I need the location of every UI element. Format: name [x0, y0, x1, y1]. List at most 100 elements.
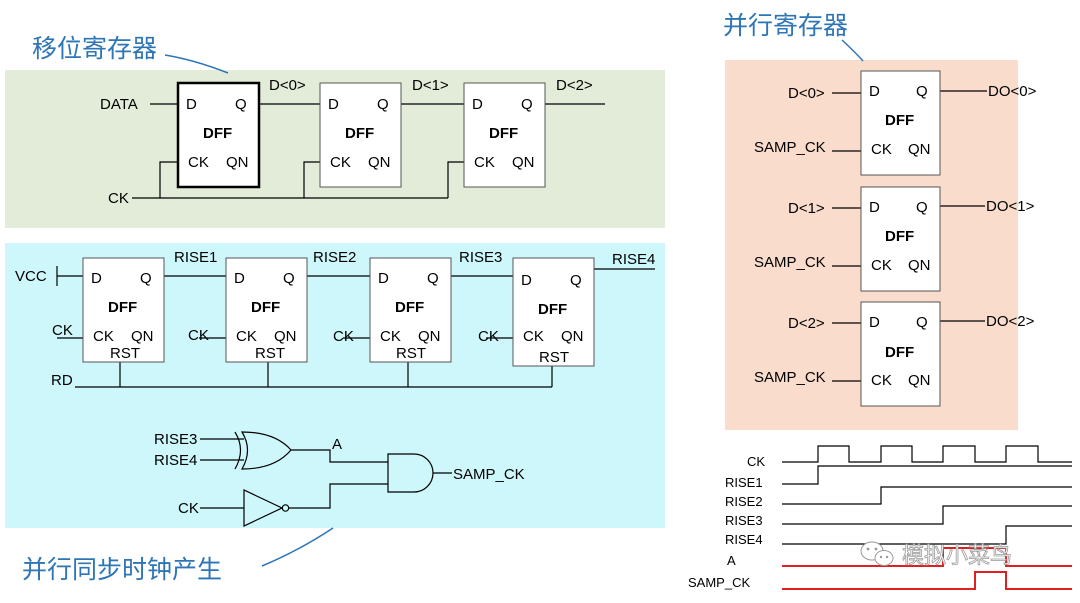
- shift-dff-0-pins: D Q DFF CK QN: [186, 96, 249, 171]
- signal-a-label: A: [332, 436, 342, 453]
- svg-text:RST: RST: [396, 345, 426, 362]
- svg-text:Q: Q: [283, 270, 295, 287]
- sync-dff-3: [512, 257, 595, 367]
- and-gate: [387, 453, 452, 493]
- timing-label-samp-ck: SAMP_CK: [688, 575, 750, 590]
- parallel-dff-2: [860, 301, 941, 407]
- timing-diagram: CK RISE1 RISE2 RISE3 RISE4 A SAMP_CK: [688, 445, 1072, 590]
- xor-input-rise3: RISE3: [154, 431, 197, 448]
- shift-data-label: DATA: [100, 96, 138, 113]
- parallel-clock-1: SAMP_CK: [754, 254, 826, 271]
- sync-clock-title: 并行同步时钟产生: [22, 555, 222, 584]
- svg-text:QN: QN: [561, 328, 584, 345]
- svg-text:DFF: DFF: [345, 125, 374, 142]
- timing-label-rise4: RISE4: [725, 532, 763, 547]
- timing-label-a: A: [727, 553, 736, 568]
- svg-text:QN: QN: [418, 328, 441, 345]
- parallel-dff-0-pins: D Q DFF CK QN: [869, 83, 931, 158]
- svg-text:QN: QN: [274, 328, 297, 345]
- svg-text:Q: Q: [570, 272, 582, 289]
- svg-text:DFF: DFF: [885, 344, 914, 361]
- sync-dff-0-pins: D Q DFF CK QN RST: [91, 270, 154, 362]
- timing-wave-samp-ck: [782, 571, 1072, 590]
- svg-text:D: D: [869, 83, 880, 100]
- shift-dff-1: [319, 82, 402, 188]
- parallel-output-0: DO<0>: [988, 83, 1037, 100]
- svg-text:Q: Q: [916, 199, 928, 216]
- parallel-output-2: DO<2>: [986, 313, 1035, 330]
- svg-text:QN: QN: [908, 257, 931, 274]
- rise3-label: RISE3: [459, 249, 502, 266]
- timing-wave-a: [782, 547, 1072, 567]
- svg-text:CK: CK: [523, 328, 544, 345]
- parallel-output-1: DO<1>: [986, 198, 1035, 215]
- svg-text:D: D: [869, 199, 880, 216]
- svg-text:QN: QN: [368, 154, 391, 171]
- parallel-input-0: D<0>: [788, 85, 825, 102]
- xor-input-rise4: RISE4: [154, 452, 197, 469]
- sync-ck-label-2: CK: [333, 328, 354, 345]
- sync-clock-chain: D Q DFF CK QN RST D Q DFF CK QN RST D Q …: [15, 249, 655, 389]
- shift-register-title: 移位寄存器: [32, 34, 157, 63]
- sync-dff-2: [369, 257, 452, 363]
- svg-text:D: D: [521, 272, 532, 289]
- svg-text:D: D: [378, 270, 389, 287]
- svg-text:D: D: [472, 96, 483, 113]
- parallel-register: D Q DFF CK QN D Q DFF CK QN D Q DFF CK Q…: [754, 70, 1037, 407]
- parallel-clock-0: SAMP_CK: [754, 139, 826, 156]
- shift-dff-2: [463, 82, 546, 188]
- timing-wave-rise4: [782, 525, 1072, 545]
- svg-text:QN: QN: [908, 372, 931, 389]
- parallel-input-2: D<2>: [788, 315, 825, 332]
- parallel-dff-1: [860, 186, 941, 292]
- sync-dff-1: [225, 257, 308, 363]
- shift-dff-0: [176, 81, 261, 189]
- svg-text:D: D: [328, 96, 339, 113]
- svg-text:DFF: DFF: [885, 112, 914, 129]
- parallel-register-title: 并行寄存器: [723, 11, 848, 40]
- svg-text:RST: RST: [110, 345, 140, 362]
- svg-text:DFF: DFF: [489, 125, 518, 142]
- svg-text:DFF: DFF: [203, 125, 232, 142]
- svg-text:CK: CK: [871, 257, 892, 274]
- svg-text:DFF: DFF: [108, 299, 137, 316]
- svg-text:Q: Q: [916, 314, 928, 331]
- parallel-input-1: D<1>: [788, 200, 825, 217]
- svg-text:QN: QN: [131, 328, 154, 345]
- svg-text:D: D: [234, 270, 245, 287]
- watermark: 模拟小菜鸟: [860, 541, 1012, 569]
- xor-gate: [200, 431, 388, 470]
- svg-text:CK: CK: [474, 154, 495, 171]
- svg-text:CK: CK: [93, 328, 114, 345]
- svg-text:DFF: DFF: [538, 301, 567, 318]
- rise1-label: RISE1: [174, 249, 217, 266]
- svg-text:QN: QN: [512, 154, 535, 171]
- parallel-dff-2-pins: D Q DFF CK QN: [869, 314, 931, 389]
- parallel-dff-0: [860, 70, 941, 176]
- svg-text:QN: QN: [226, 154, 249, 171]
- watermark-text: 模拟小菜鸟: [902, 544, 1012, 569]
- svg-text:Q: Q: [916, 83, 928, 100]
- timing-label-rise3: RISE3: [725, 513, 763, 528]
- timing-label-rise2: RISE2: [725, 494, 763, 509]
- shift-dff-1-pins: D Q DFF CK QN: [328, 96, 391, 171]
- svg-text:Q: Q: [140, 270, 152, 287]
- timing-wave-rise1: [782, 465, 1072, 485]
- sync-dff-2-pins: D Q DFF CK QN RST: [378, 270, 441, 362]
- timing-wave-ck: [782, 445, 1072, 463]
- svg-text:DFF: DFF: [251, 299, 280, 316]
- svg-text:CK: CK: [236, 328, 257, 345]
- svg-text:CK: CK: [330, 154, 351, 171]
- rise4-label: RISE4: [612, 251, 655, 268]
- svg-text:RST: RST: [539, 349, 569, 366]
- svg-text:DFF: DFF: [885, 228, 914, 245]
- svg-text:Q: Q: [235, 96, 247, 113]
- svg-text:QN: QN: [908, 141, 931, 158]
- svg-text:CK: CK: [380, 328, 401, 345]
- shift-ck-label: CK: [108, 190, 129, 207]
- svg-text:D: D: [91, 270, 102, 287]
- timing-wave-rise3: [782, 505, 1072, 525]
- svg-text:D: D: [186, 96, 197, 113]
- sync-ck-label-0: CK: [52, 322, 73, 339]
